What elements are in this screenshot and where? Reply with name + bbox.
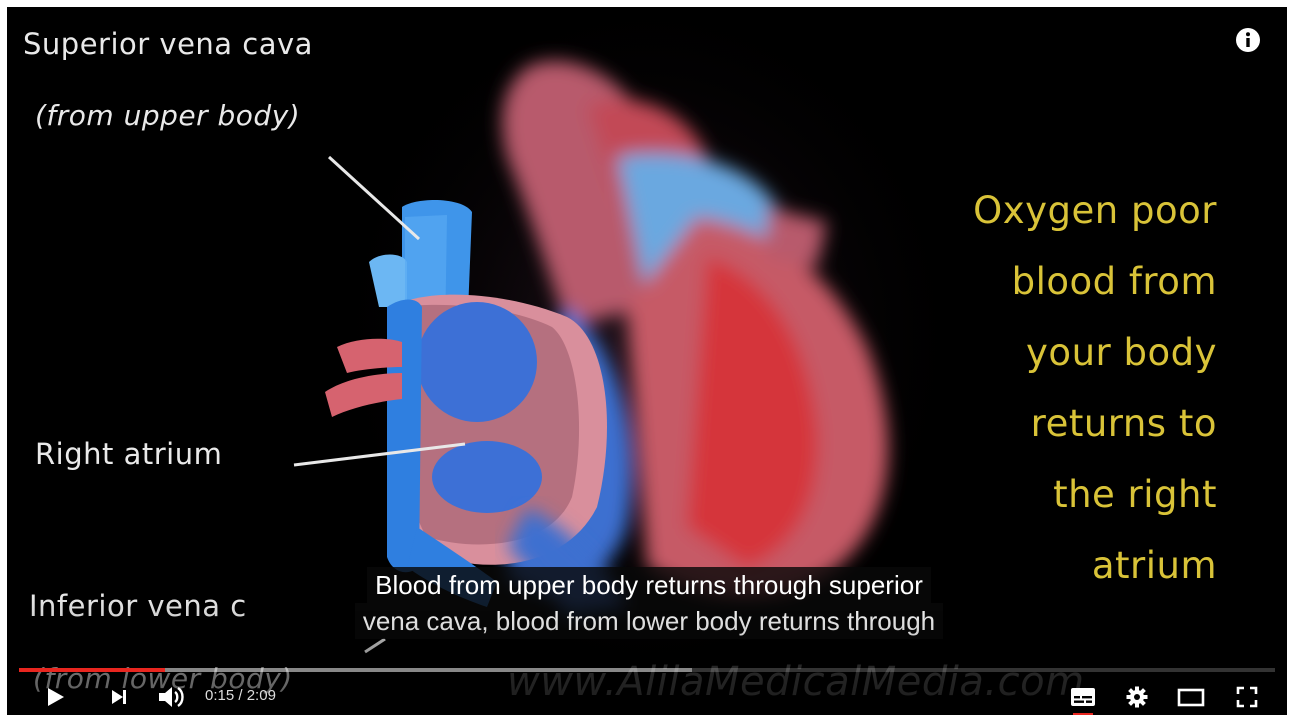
time-display: 0:15 / 2:09 bbox=[205, 687, 276, 704]
play-icon bbox=[43, 685, 67, 709]
volume-button[interactable] bbox=[153, 679, 189, 715]
settings-gear-icon bbox=[1125, 685, 1149, 709]
side-text-line: the right bbox=[887, 459, 1217, 530]
caption-line: Blood from upper body returns through su… bbox=[367, 567, 931, 603]
side-explanation-text: Oxygen poor blood from your body returns… bbox=[887, 175, 1217, 601]
side-text-line: Oxygen poor bbox=[887, 175, 1217, 246]
next-icon bbox=[108, 686, 130, 708]
captions-window: Blood from upper body returns through su… bbox=[289, 567, 1009, 639]
subtitles-icon bbox=[1070, 687, 1096, 707]
caption-line: vena cava, blood from lower body returns… bbox=[355, 603, 943, 639]
video-player[interactable]: Superior vena cava (from upper body) Rig… bbox=[7, 7, 1287, 715]
time-current: 0:15 bbox=[205, 687, 234, 704]
label-superior-vena-cava-source: (from upper body) bbox=[35, 99, 300, 132]
label-superior-vena-cava: Superior vena cava bbox=[23, 27, 313, 61]
progress-bar[interactable] bbox=[19, 668, 1275, 672]
label-right-atrium: Right atrium bbox=[35, 437, 222, 471]
next-button[interactable] bbox=[101, 679, 137, 715]
volume-icon bbox=[156, 684, 186, 710]
side-text-line: blood from bbox=[887, 246, 1217, 317]
subtitles-button[interactable] bbox=[1065, 679, 1101, 715]
play-button[interactable] bbox=[37, 679, 73, 715]
time-separator: / bbox=[234, 687, 247, 704]
fullscreen-icon bbox=[1235, 685, 1259, 709]
fullscreen-button[interactable] bbox=[1229, 679, 1265, 715]
time-total: 2:09 bbox=[247, 687, 276, 704]
side-text-line: your body bbox=[887, 317, 1217, 388]
theater-mode-icon bbox=[1177, 687, 1205, 707]
side-text-line: returns to bbox=[887, 388, 1217, 459]
theater-mode-button[interactable] bbox=[1173, 679, 1209, 715]
subtitles-active-indicator bbox=[1073, 713, 1093, 715]
settings-button[interactable] bbox=[1119, 679, 1155, 715]
info-icon[interactable] bbox=[1235, 27, 1261, 53]
label-inferior-vena-cava: Inferior vena c bbox=[29, 589, 247, 623]
control-bar: 0:15 / 2:09 bbox=[7, 679, 1287, 715]
progress-played bbox=[19, 668, 165, 672]
